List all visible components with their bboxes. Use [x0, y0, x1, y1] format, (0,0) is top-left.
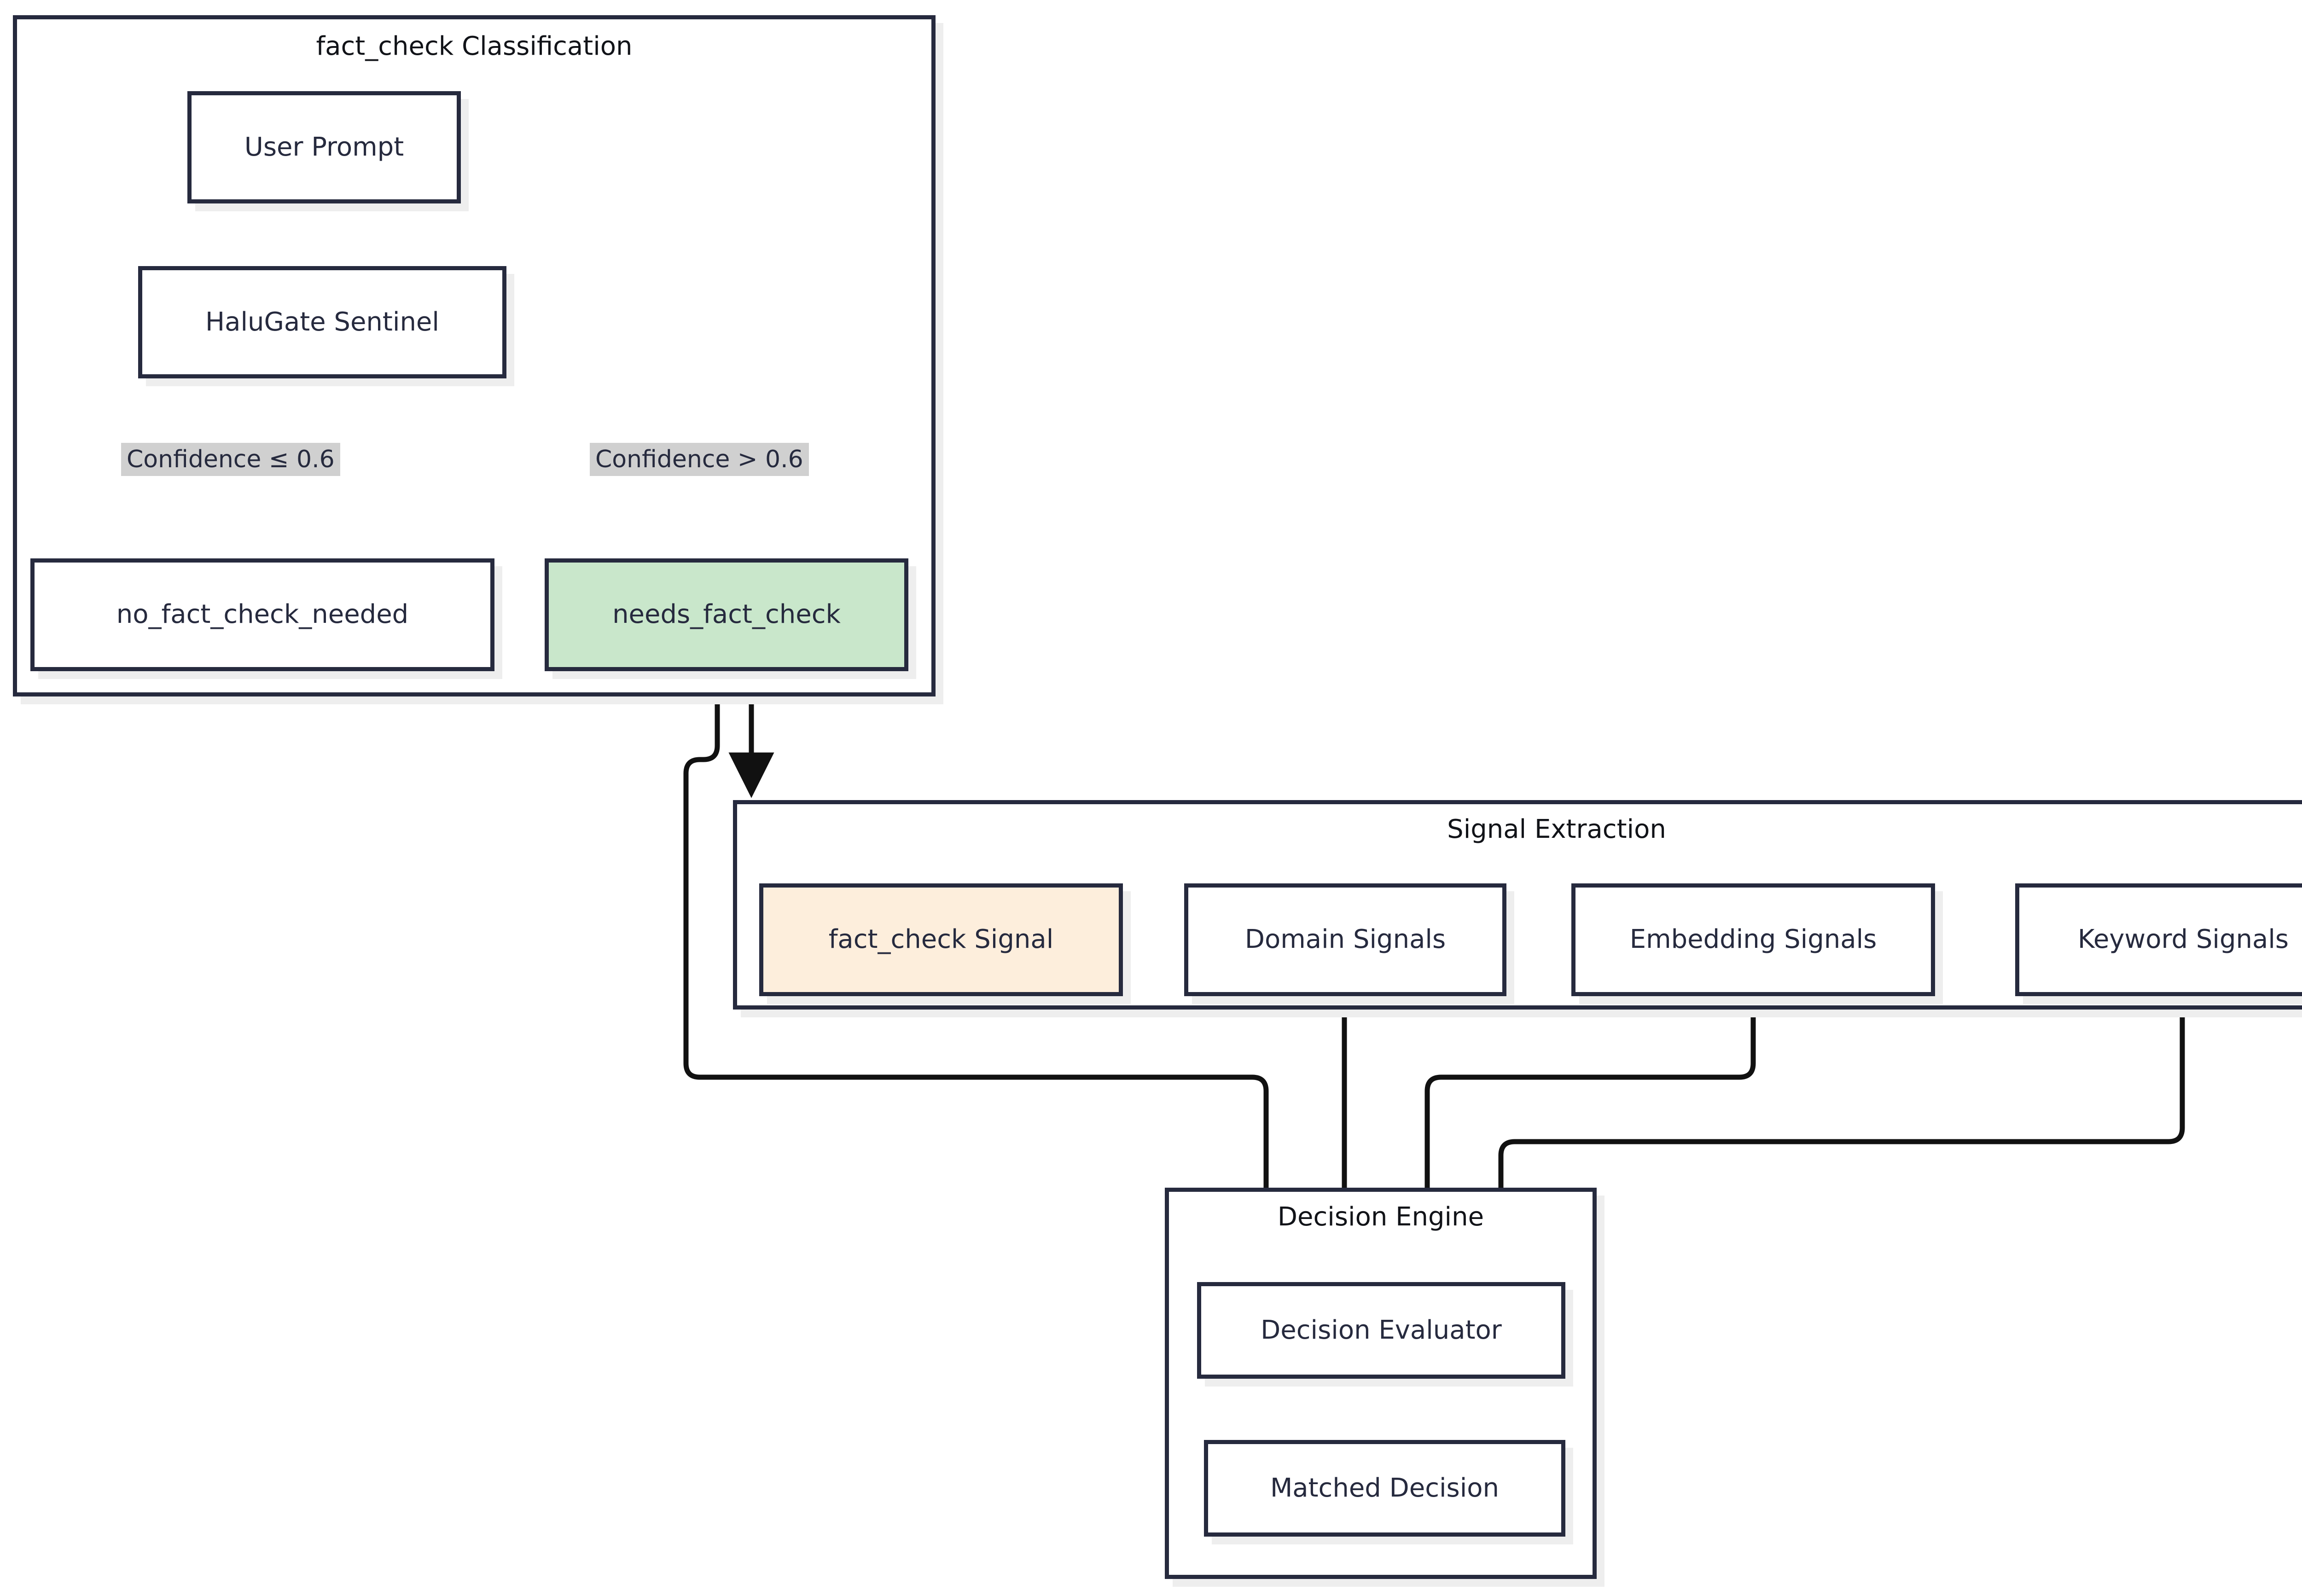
edge-label-high-confidence-text: Confidence > 0.6	[595, 446, 803, 473]
node-keyword-signals-label: Keyword Signals	[2077, 924, 2289, 955]
node-halugate-sentinel-label: HaluGate Sentinel	[205, 307, 439, 337]
node-matched-decision[interactable]: Matched Decision	[1204, 1440, 1565, 1537]
node-needs-fact-check[interactable]: needs_fact_check	[545, 558, 908, 671]
edge-label-low-confidence: Confidence ≤ 0.6	[121, 443, 340, 476]
node-embedding-signals-label: Embedding Signals	[1629, 924, 1877, 955]
node-halugate-sentinel[interactable]: HaluGate Sentinel	[138, 266, 506, 378]
node-embedding-signals[interactable]: Embedding Signals	[1571, 883, 1935, 996]
node-fact-check-signal[interactable]: fact_check Signal	[759, 883, 1123, 996]
subgraph-classification-title: fact_check Classification	[316, 31, 633, 61]
node-no-fact-check-needed-label: no_fact_check_needed	[116, 599, 409, 630]
node-matched-decision-label: Matched Decision	[1270, 1473, 1500, 1503]
node-domain-signals[interactable]: Domain Signals	[1184, 883, 1506, 996]
subgraph-signal-extraction-title: Signal Extraction	[1447, 814, 1666, 844]
subgraph-decision-engine-title: Decision Engine	[1277, 1202, 1484, 1232]
node-keyword-signals[interactable]: Keyword Signals	[2015, 883, 2302, 996]
edge-label-high-confidence: Confidence > 0.6	[590, 443, 809, 476]
edge-keywordsignals-to-decisionevaluator	[1478, 996, 2185, 1283]
node-domain-signals-label: Domain Signals	[1244, 924, 1446, 955]
node-no-fact-check-needed[interactable]: no_fact_check_needed	[30, 558, 494, 671]
node-fact-check-signal-label: fact_check Signal	[828, 924, 1054, 955]
node-needs-fact-check-label: needs_fact_check	[612, 599, 841, 630]
node-decision-evaluator[interactable]: Decision Evaluator	[1197, 1282, 1565, 1379]
node-decision-evaluator-label: Decision Evaluator	[1261, 1315, 1502, 1345]
node-user-prompt-label: User Prompt	[244, 132, 404, 162]
edge-label-low-confidence-text: Confidence ≤ 0.6	[127, 446, 335, 473]
node-user-prompt[interactable]: User Prompt	[187, 91, 461, 203]
